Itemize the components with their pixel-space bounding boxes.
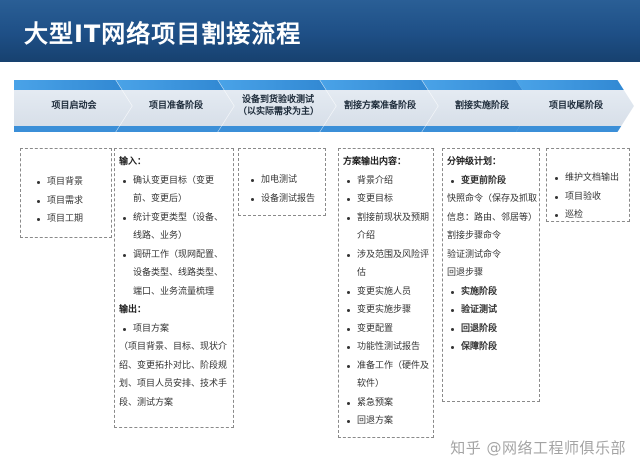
phase-closing: 项目收尾阶段: [516, 80, 634, 132]
phase-implementation: 割接实施阶段: [422, 80, 540, 132]
plan-content-box: 方案输出内容： 背景介绍 变更目标 割接前现状及预期介绍 涉及范围及风险评估 变…: [338, 148, 434, 438]
phase-acceptance-test: 设备到货验收测试（以实际需求为主）: [218, 80, 336, 132]
phase-flow: 项目启动会 项目准备阶段 设备到货验收测试（以实际需求为主） 割接方案准备阶段 …: [0, 80, 640, 136]
acceptance-content-box: 加电测试 设备测试报告: [238, 148, 326, 216]
list-item: 变更实施人员: [347, 283, 431, 302]
phase-label: 项目启动会: [51, 101, 97, 111]
phase-label: 项目准备阶段: [148, 101, 203, 111]
list-item: 调研工作（现网配置、设备类型、线路类型、端口、业务流量梳理: [123, 246, 229, 302]
list-item: 项目方案: [123, 320, 229, 339]
phase-label: 项目收尾阶段: [548, 101, 603, 111]
list-item: 割接前现状及预期介绍: [347, 209, 431, 246]
list-item: 回退方案: [347, 412, 431, 431]
list-item: 背景介绍: [347, 172, 431, 191]
list-item: 保障阶段: [451, 338, 537, 357]
list-item: 维护文档输出: [555, 169, 629, 188]
list-item: 变更目标: [347, 190, 431, 209]
list-item: 设备测试报告: [251, 190, 325, 209]
list-item: 功能性测试报告: [347, 338, 431, 357]
input-heading: 输入：: [119, 157, 147, 167]
list-item: 变更配置: [347, 320, 431, 339]
list-item: 确认变更目标（变更前、变更后）: [123, 172, 229, 209]
list-item: 项目需求: [37, 192, 111, 211]
phase-label: 割接方案准备阶段: [343, 101, 416, 111]
closing-content-box: 维护文档输出 项目验收 巡检: [546, 148, 630, 222]
pre-phase-line: 快照命令（保存及抓取信息：路由、邻居等）: [447, 194, 538, 223]
phase-label: 割接实施阶段: [454, 101, 509, 111]
list-item: 回退阶段: [451, 320, 537, 339]
phase-label: 设备到货验收测试（以实际需求为主）: [238, 95, 320, 117]
list-item: 准备工作（硬件及软件）: [347, 357, 431, 394]
output-heading: 输出：: [119, 305, 147, 315]
plan-heading: 方案输出内容：: [343, 157, 407, 167]
kickoff-content-box: 项目背景 项目需求 项目工期: [20, 148, 112, 238]
list-item: 巡检: [555, 206, 629, 225]
list-item: 变更前阶段: [451, 172, 537, 191]
phase-kickoff: 项目启动会: [14, 80, 132, 132]
watermark: 知乎 @网络工程师俱乐部: [450, 439, 626, 457]
list-item: 实施阶段: [451, 283, 537, 302]
header-banner: 大型IT网络项目割接流程: [0, 0, 640, 62]
list-item: 加电测试: [251, 171, 325, 190]
implementation-content-box: 分钟级计划： 变更前阶段 快照命令（保存及抓取信息：路由、邻居等） 割接步骤命令…: [442, 148, 540, 402]
plan-heading: 分钟级计划：: [447, 157, 502, 167]
pre-phase-line: 回退步骤: [447, 268, 484, 278]
phase-preparation: 项目准备阶段: [116, 80, 234, 132]
list-item: 统计变更类型（设备、线路、业务）: [123, 209, 229, 246]
list-item: 项目工期: [37, 210, 111, 229]
list-item: 紧急预案: [347, 394, 431, 413]
list-item: 项目验收: [555, 188, 629, 207]
list-item: 变更实施步骤: [347, 301, 431, 320]
output-detail: （项目背景、目标、现状介绍、变更拓扑对比、阶段规划、项目人员安排、技术手段、测试…: [119, 342, 228, 408]
pre-phase-line: 验证测试命令: [447, 249, 502, 260]
preparation-content-box: 输入： 确认变更目标（变更前、变更后） 统计变更类型（设备、线路、业务） 调研工…: [114, 148, 234, 428]
phase-plan-preparation: 割接方案准备阶段: [320, 80, 438, 132]
pre-phase-line: 割接步骤命令: [447, 231, 502, 241]
list-item: 验证测试: [451, 301, 537, 320]
list-item: 涉及范围及风险评估: [347, 246, 431, 283]
list-item: 项目背景: [37, 173, 111, 192]
page-title: 大型IT网络项目割接流程: [24, 20, 302, 48]
